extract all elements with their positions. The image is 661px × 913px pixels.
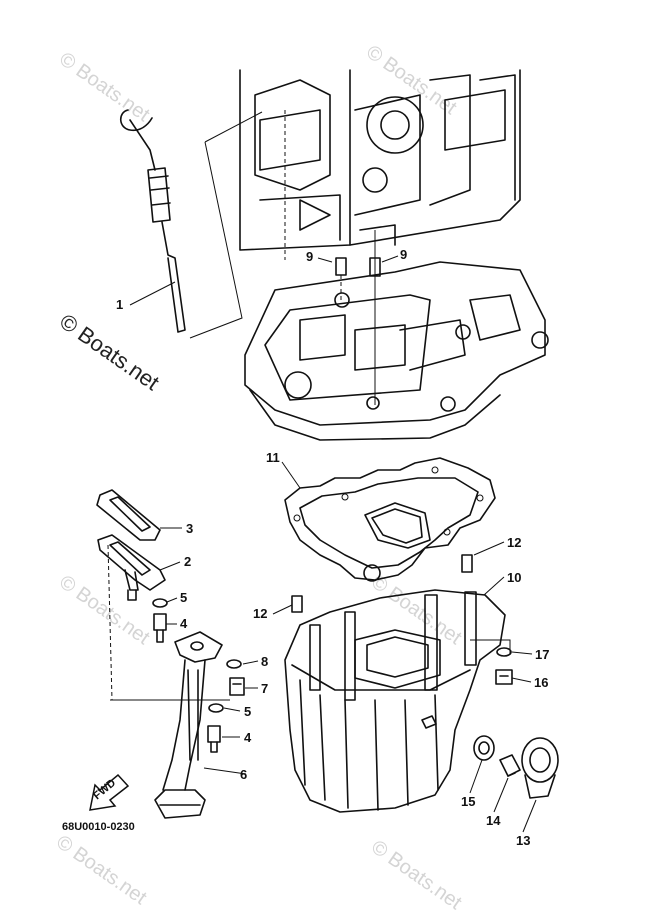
left-components — [96, 489, 230, 701]
callout-10: 10 — [507, 570, 521, 585]
callout-14: 14 — [486, 813, 501, 828]
callout-4-lower: 4 — [244, 730, 252, 745]
leader-lines — [129, 255, 537, 833]
watermark-mid-right: © Boats.net — [367, 571, 466, 649]
callout-5-lower: 5 — [244, 704, 251, 719]
callout-9-right: 9 — [400, 247, 407, 262]
engine-block — [239, 69, 521, 260]
dowel-pins-12 — [291, 554, 473, 613]
exhaust-guide — [244, 261, 549, 441]
watermark-top-left: © Boats.net — [55, 48, 154, 126]
callout-5-upper: 5 — [180, 590, 187, 605]
fwd-arrow: FWD — [89, 773, 130, 811]
callout-12-left: 12 — [253, 606, 267, 621]
callout-6: 6 — [240, 767, 247, 782]
watermark-main: © Boats.net — [55, 309, 164, 396]
oil-pan — [284, 589, 506, 813]
dowel-pins-9 — [335, 230, 381, 405]
callout-2: 2 — [184, 554, 191, 569]
callout-3: 3 — [186, 521, 193, 536]
drain-parts — [473, 735, 559, 799]
watermark-top-right: © Boats.net — [362, 41, 461, 119]
callout-13: 13 — [516, 833, 530, 848]
callout-15: 15 — [461, 794, 475, 809]
callout-7: 7 — [261, 681, 268, 696]
callout-12-right: 12 — [507, 535, 521, 550]
fasteners — [207, 639, 513, 753]
callout-9-left: 9 — [306, 249, 313, 264]
watermark-bottom-left: © Boats.net — [52, 831, 151, 909]
watermark-bottom-right: © Boats.net — [367, 836, 466, 913]
dipstick — [119, 109, 263, 339]
gasket — [284, 457, 496, 582]
callout-11: 11 — [266, 450, 280, 465]
callout-4-upper: 4 — [180, 616, 188, 631]
callout-1: 1 — [116, 297, 123, 312]
oil-pipe — [154, 631, 223, 819]
figure-code: 68U0010-0230 — [62, 821, 135, 833]
callout-16: 16 — [534, 675, 548, 690]
callout-17: 17 — [535, 647, 549, 662]
callout-8: 8 — [261, 654, 268, 669]
callouts: 1 9 9 11 3 2 5 4 8 7 5 4 6 12 10 12 17 1… — [116, 247, 549, 848]
